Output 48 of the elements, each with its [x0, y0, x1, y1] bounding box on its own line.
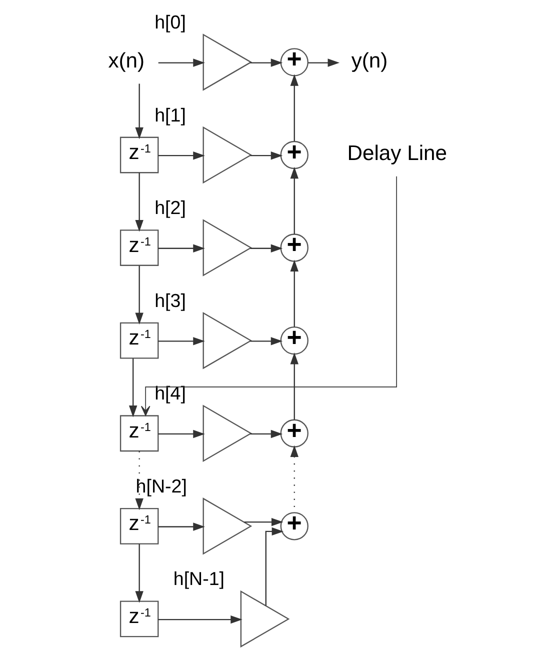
node-text: Delay Line [347, 142, 448, 166]
node-text: x(n) [108, 49, 145, 72]
arrow [158, 151, 205, 160]
arrow [158, 337, 205, 346]
node-box: z$^{-1}$ [120, 136, 159, 174]
node-box: z$^{-1}$ [120, 230, 159, 266]
node-circle: + [280, 326, 308, 355]
node-box: z$^{-1}$ [120, 508, 159, 544]
arrow [135, 172, 144, 232]
arrow [290, 166, 298, 234]
arrow [290, 74, 298, 142]
node-text: y(n) [351, 49, 388, 72]
arrow [308, 58, 340, 67]
node-label: h[0] [154, 11, 186, 32]
node-circle: + [280, 419, 308, 448]
arrow [135, 84, 144, 140]
node-label: h[N-2] [136, 475, 187, 496]
arrow [135, 266, 144, 324]
node-box: z$^{-1}$ [120, 415, 159, 452]
arrow [140, 176, 397, 416]
arrow [244, 518, 284, 526]
arrow [158, 244, 205, 252]
node-box: z$^{-1}$ [120, 600, 159, 638]
arrow [250, 337, 283, 346]
node-box: z$^{-1}$ [120, 322, 159, 359]
node-circle: + [280, 140, 308, 170]
arrow [250, 151, 283, 160]
node-circle: + [280, 48, 308, 76]
arrow [158, 430, 205, 438]
arrow [135, 544, 144, 603]
node-circle: + [280, 512, 308, 540]
arrow [158, 615, 242, 624]
arrow [250, 58, 283, 67]
arrow [250, 430, 283, 438]
node-label: h[N-1] [173, 568, 225, 590]
arrow [250, 244, 283, 252]
arrow [135, 451, 144, 510]
arrow [128, 358, 138, 418]
node-label: h[1] [154, 104, 186, 126]
node-label: h[3] [154, 290, 186, 311]
node-label: h[4] [154, 382, 186, 404]
arrow [158, 522, 205, 531]
node-label: h[2] [154, 197, 186, 218]
arrow [265, 527, 284, 606]
arrow [290, 260, 298, 327]
arrow [290, 352, 298, 420]
node-circle: + [280, 234, 308, 262]
arrow [158, 58, 205, 67]
